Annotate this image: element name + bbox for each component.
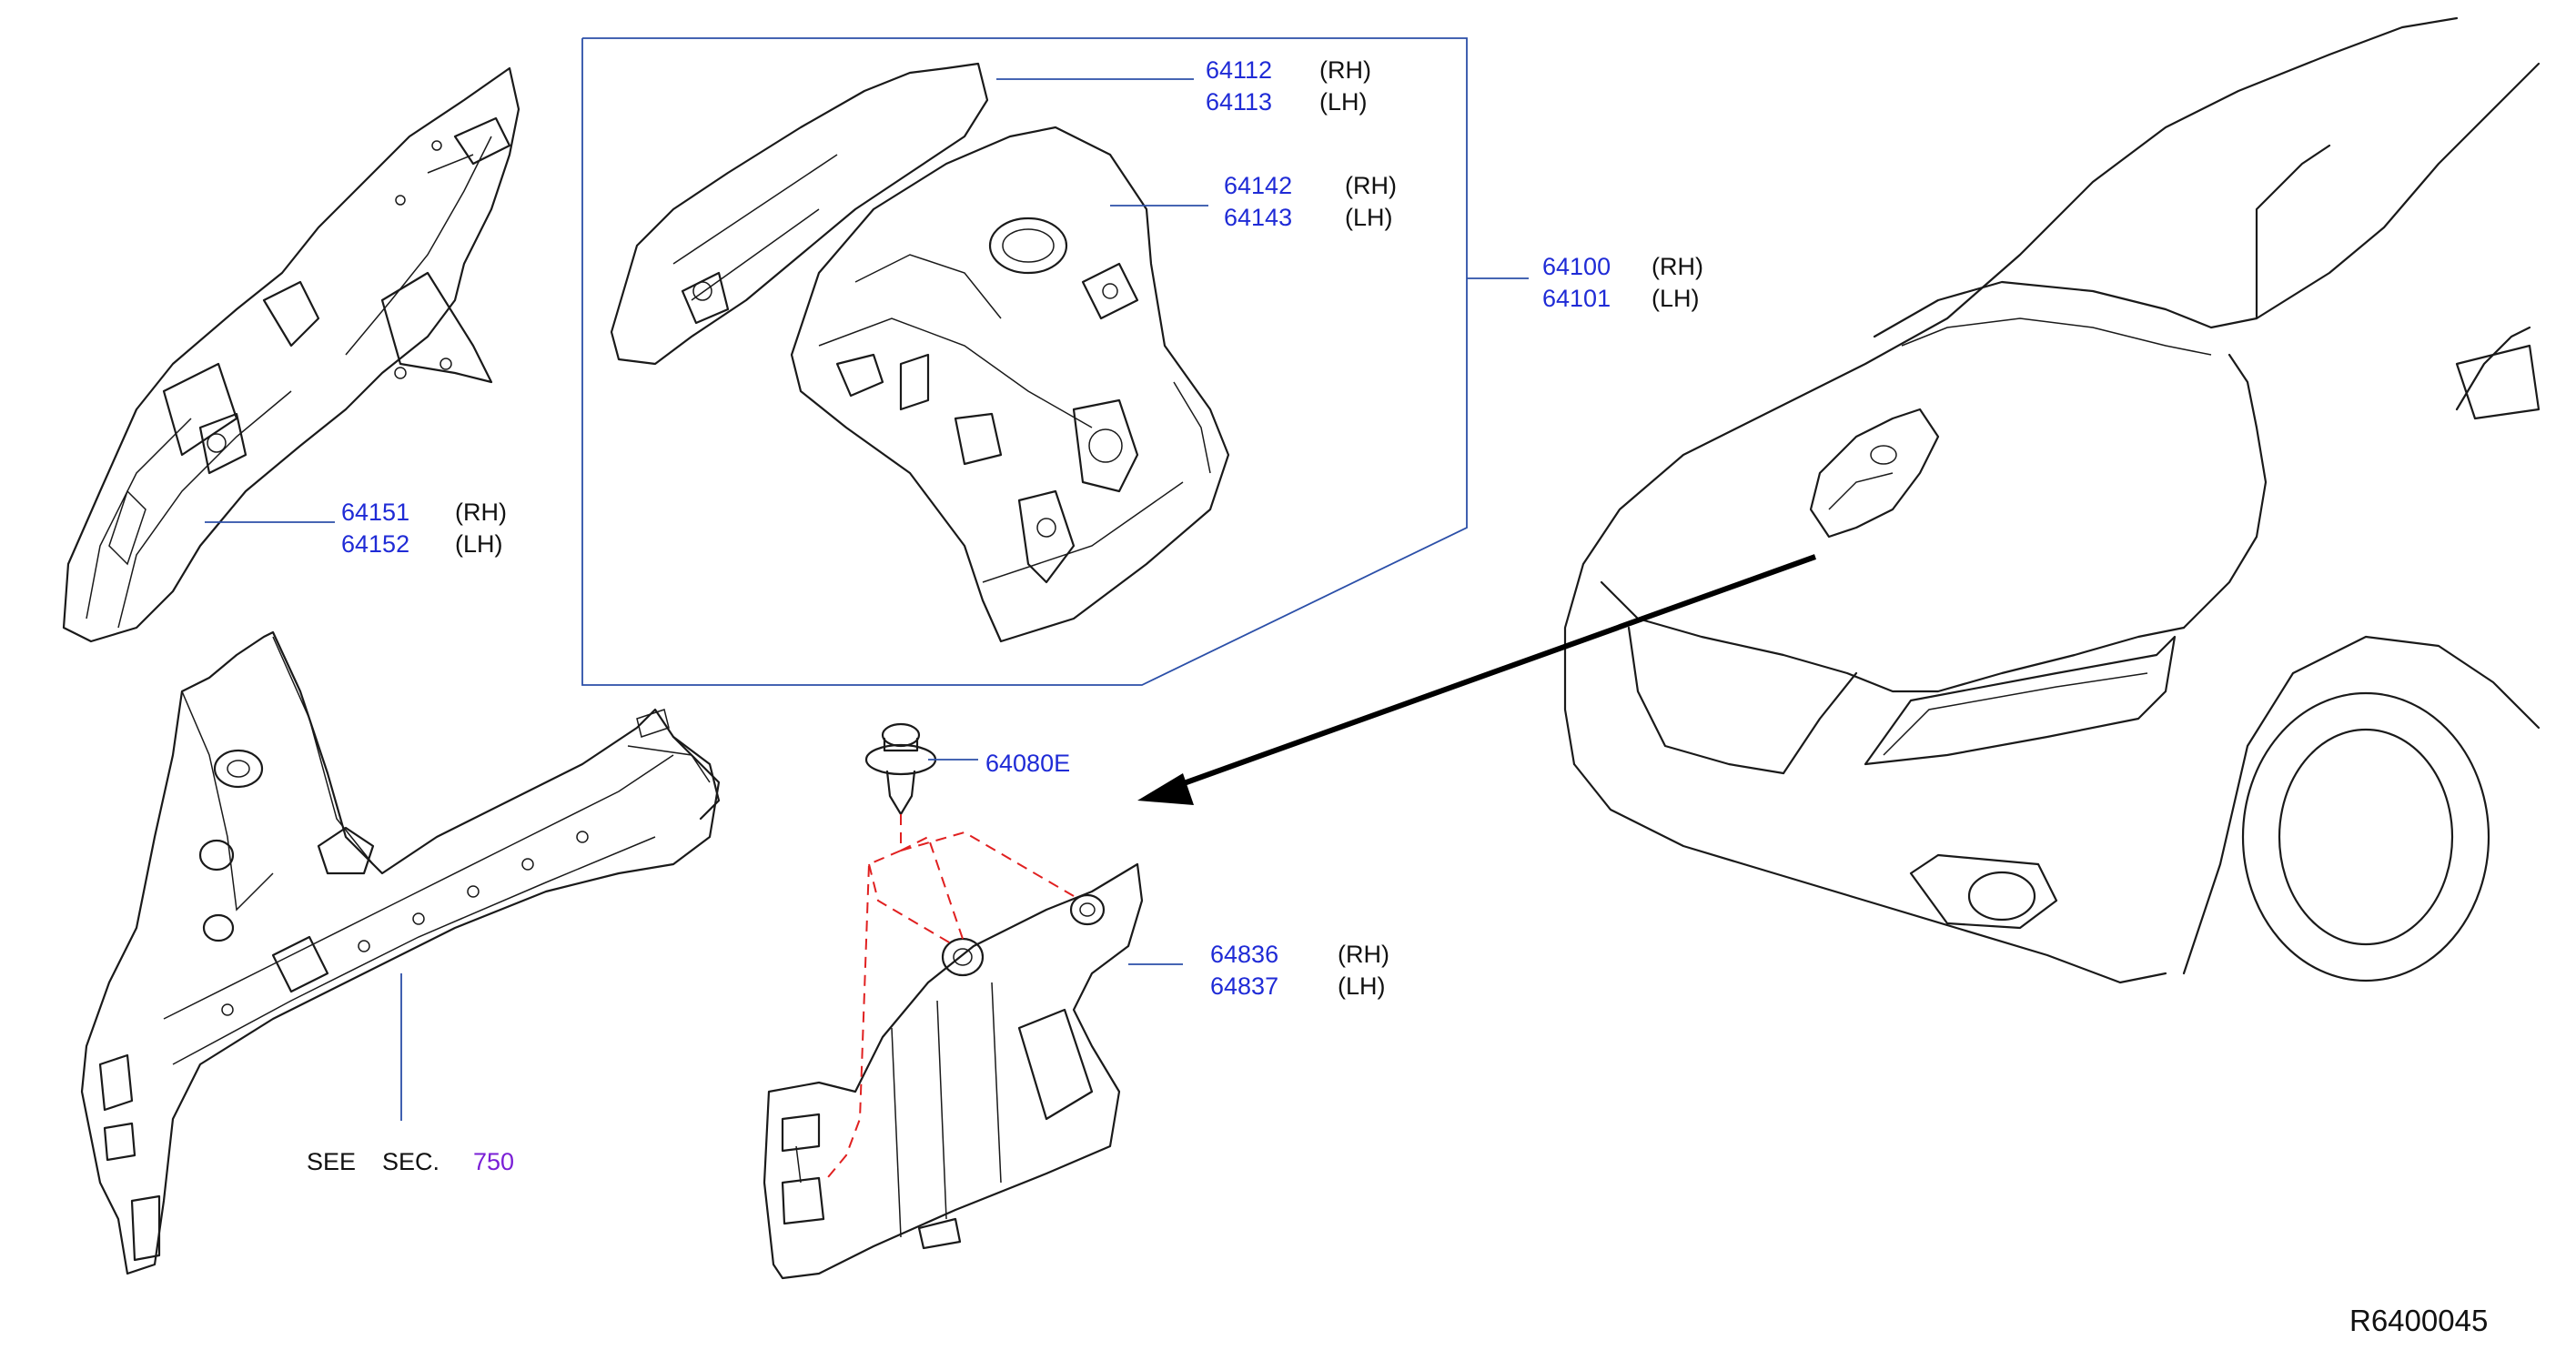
see-label: SEE [307, 1148, 356, 1175]
label-64112-part: 64112 [1206, 56, 1272, 84]
sec-label: SEC. [382, 1148, 439, 1175]
clip-64080E-drawing [864, 722, 937, 816]
label-64101-part: 64101 [1542, 285, 1611, 312]
splash-shield-drawing [763, 862, 1144, 1280]
label-64112-side: (RH) [1319, 56, 1371, 84]
label-64100-part: 64100 [1542, 253, 1611, 280]
hoodledge-assembly-box [581, 37, 1468, 686]
label-64152-side: (LH) [455, 530, 503, 558]
label-64836-side: (RH) [1338, 941, 1389, 968]
label-64837-part: 64837 [1210, 972, 1278, 1000]
label-64837-side: (LH) [1338, 972, 1386, 1000]
side-member-drawing [80, 630, 721, 1275]
label-64143-side: (LH) [1345, 204, 1393, 231]
locator-arrow [1137, 554, 1817, 805]
label-64151-side: (RH) [455, 499, 507, 526]
label-64142-side: (RH) [1345, 172, 1397, 199]
reference-code: R6400045 [2349, 1304, 2488, 1337]
label-64836-part: 64836 [1210, 941, 1278, 968]
label-64151-part: 64151 [341, 499, 409, 526]
label-64113-part: 64113 [1206, 88, 1272, 116]
label-64101-side: (LH) [1652, 285, 1700, 312]
label-64080E-part: 64080E [985, 750, 1070, 777]
section-number-link[interactable]: 750 [473, 1148, 514, 1175]
label-64152-part: 64152 [341, 530, 409, 558]
label-64100-side: (RH) [1652, 253, 1703, 280]
label-64113-side: (LH) [1319, 88, 1368, 116]
clip-location-dashed-lines [823, 814, 1075, 1184]
label-64143-part: 64143 [1224, 204, 1292, 231]
hoodledge-reinforcement-drawing [62, 66, 520, 643]
vehicle-outline-drawing [1563, 16, 2541, 984]
label-64142-part: 64142 [1224, 172, 1292, 199]
